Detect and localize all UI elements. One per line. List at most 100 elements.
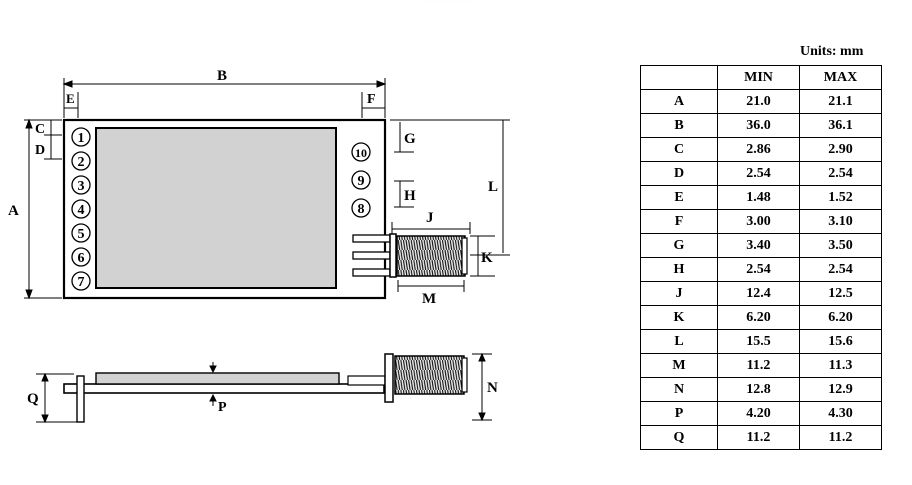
label-e: E bbox=[66, 91, 75, 106]
cell-max: 21.1 bbox=[799, 89, 882, 114]
label-l: L bbox=[488, 179, 498, 195]
cell-min: 2.54 bbox=[717, 161, 800, 186]
right-pin-circle bbox=[351, 170, 371, 190]
cell-min: 11.2 bbox=[717, 425, 800, 450]
cell-dim: N bbox=[640, 377, 718, 402]
left-pin-circle bbox=[71, 223, 91, 243]
cell-min: 2.54 bbox=[717, 257, 800, 282]
label-b: B bbox=[217, 68, 227, 84]
cell-min: 21.0 bbox=[717, 89, 800, 114]
cell-dim: H bbox=[640, 257, 718, 282]
label-g: G bbox=[404, 131, 416, 147]
cell-min: 1.48 bbox=[717, 185, 800, 210]
cell-dim: D bbox=[640, 161, 718, 186]
label-m: M bbox=[422, 291, 436, 307]
cell-min: 36.0 bbox=[717, 113, 800, 138]
cell-min: 2.86 bbox=[717, 137, 800, 162]
side-antenna-cap bbox=[461, 357, 468, 393]
connector-tab-mid bbox=[352, 251, 391, 260]
cell-max: 12.9 bbox=[799, 377, 882, 402]
cell-dim: L bbox=[640, 329, 718, 354]
side-pin bbox=[76, 375, 85, 423]
cell-min: 4.20 bbox=[717, 401, 800, 426]
cell-max: 36.1 bbox=[799, 113, 882, 138]
side-antenna-coil bbox=[394, 355, 465, 395]
left-pin-circle bbox=[71, 199, 91, 219]
cell-max: 3.50 bbox=[799, 233, 882, 258]
left-pin-number: 1 bbox=[78, 131, 85, 146]
cell-max: 2.54 bbox=[799, 257, 882, 282]
left-pin-circle bbox=[71, 271, 91, 291]
label-d: D bbox=[35, 143, 45, 158]
antenna-coil-top bbox=[396, 235, 466, 277]
label-p: P bbox=[218, 400, 227, 415]
left-pin-circle bbox=[71, 175, 91, 195]
cell-dim: C bbox=[640, 137, 718, 162]
right-pin-number: 8 bbox=[358, 202, 365, 217]
cell-dim: B bbox=[640, 113, 718, 138]
right-pin-column: 10 9 8 bbox=[351, 142, 371, 218]
cell-dim: P bbox=[640, 401, 718, 426]
left-pin-number: 4 bbox=[78, 203, 85, 218]
cell-max: 6.20 bbox=[799, 305, 882, 330]
cell-dim: F bbox=[640, 209, 718, 234]
right-pin-circle bbox=[351, 142, 371, 162]
header-min: MIN bbox=[717, 65, 800, 90]
left-pin-circle bbox=[71, 247, 91, 267]
connector-tab-bot bbox=[352, 268, 391, 277]
cell-min: 12.8 bbox=[717, 377, 800, 402]
side-shield bbox=[95, 372, 340, 385]
label-n: N bbox=[487, 380, 498, 396]
label-j: J bbox=[426, 210, 434, 226]
cell-max: 11.2 bbox=[799, 425, 882, 450]
right-pin-number: 9 bbox=[358, 174, 365, 189]
label-f: F bbox=[367, 92, 376, 107]
side-board bbox=[63, 383, 385, 394]
cell-dim: Q bbox=[640, 425, 718, 450]
cell-max: 1.52 bbox=[799, 185, 882, 210]
left-pin-number: 6 bbox=[78, 251, 85, 266]
cell-min: 12.4 bbox=[717, 281, 800, 306]
top-glow bbox=[290, 0, 610, 28]
label-c: C bbox=[35, 122, 45, 137]
label-h: H bbox=[404, 188, 416, 204]
side-connector-flange bbox=[384, 353, 394, 403]
left-pin-number: 5 bbox=[78, 227, 85, 242]
left-pin-circle bbox=[71, 151, 91, 171]
cell-min: 15.5 bbox=[717, 329, 800, 354]
shield-can bbox=[95, 127, 337, 289]
cell-max: 11.3 bbox=[799, 353, 882, 378]
cell-max: 12.5 bbox=[799, 281, 882, 306]
cell-min: 11.2 bbox=[717, 353, 800, 378]
side-connector-body bbox=[347, 375, 386, 386]
right-pin-number: 10 bbox=[355, 146, 367, 160]
label-q: Q bbox=[27, 391, 39, 407]
cell-max: 2.54 bbox=[799, 161, 882, 186]
cell-max: 2.90 bbox=[799, 137, 882, 162]
cell-dim: E bbox=[640, 185, 718, 210]
label-a: A bbox=[8, 203, 19, 219]
cell-dim: M bbox=[640, 353, 718, 378]
left-pin-circle bbox=[71, 127, 91, 147]
cell-min: 6.20 bbox=[717, 305, 800, 330]
cell-max: 3.10 bbox=[799, 209, 882, 234]
left-pin-number: 3 bbox=[78, 179, 85, 194]
cell-dim: G bbox=[640, 233, 718, 258]
cell-min: 3.00 bbox=[717, 209, 800, 234]
